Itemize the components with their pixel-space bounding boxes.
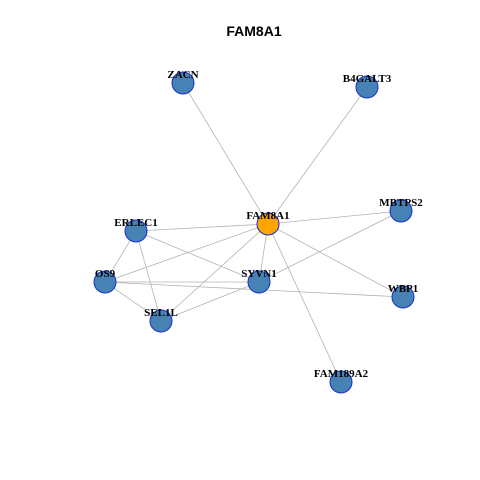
edge-erlec1-sel1l [135, 230, 162, 322]
node-label-wbp1: WBP1 [388, 283, 419, 295]
node-zacn[interactable] [171, 71, 195, 95]
node-erlec1[interactable] [124, 219, 148, 243]
node-label-erlec1: ERLEC1 [114, 217, 157, 229]
edge-fam8a1-sel1l [160, 223, 269, 322]
node-fam189a2[interactable] [329, 370, 353, 394]
node-label-os9: OS9 [95, 268, 116, 280]
node-b4galt3[interactable] [355, 75, 379, 99]
edge-syvn1-mbtps2 [258, 210, 402, 283]
node-mbtps2[interactable] [389, 199, 413, 223]
edge-fam8a1-wbp1 [267, 223, 404, 298]
edge-sel1l-syvn1 [160, 281, 260, 322]
node-syvn1[interactable] [247, 270, 271, 294]
node-label-zacn: ZACN [167, 69, 198, 81]
edge-fam8a1-os9 [104, 223, 269, 283]
graph-title: FAM8A1 [226, 23, 281, 39]
node-label-syvn1: SYVN1 [241, 268, 276, 280]
node-sel1l[interactable] [149, 309, 173, 333]
edge-erlec1-syvn1 [135, 230, 260, 283]
node-fam8a1[interactable] [256, 212, 280, 236]
edge-fam8a1-mbtps2 [267, 210, 402, 225]
node-label-b4galt3: B4GALT3 [343, 73, 392, 85]
node-label-fam189a2: FAM189A2 [314, 368, 369, 380]
edge-fam8a1-b4galt3 [267, 86, 368, 225]
node-label-sel1l: SEL1L [144, 307, 178, 319]
edge-fam8a1-fam189a2 [267, 223, 342, 383]
node-wbp1[interactable] [391, 285, 415, 309]
nodes-layer [93, 71, 415, 394]
node-label-mbtps2: MBTPS2 [379, 197, 423, 209]
edges-layer [104, 82, 404, 383]
edge-fam8a1-zacn [182, 82, 269, 225]
node-os9[interactable] [93, 270, 117, 294]
node-label-fam8a1: FAM8A1 [246, 210, 289, 222]
edge-fam8a1-erlec1 [135, 223, 269, 232]
